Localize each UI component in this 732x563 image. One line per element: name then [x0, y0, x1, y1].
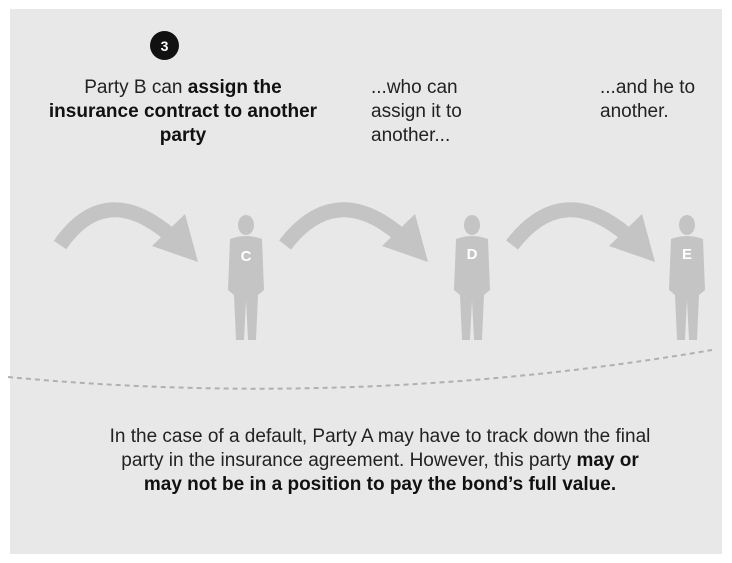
caption-party-d-plain: ...and he to another. — [600, 77, 696, 122]
caption-party-b-plain: Party B can — [84, 77, 188, 98]
caption-party-d: ...and he to another. — [600, 76, 710, 124]
party-c-figure — [228, 215, 264, 340]
footnote-bold: may or may not be in a position to pay t… — [143, 450, 639, 495]
party-d-figure — [454, 215, 490, 340]
step-number-badge: 3 — [150, 31, 179, 60]
party-e-label: E — [682, 246, 692, 263]
party-e-figure — [669, 215, 705, 340]
caption-party-b: Party B can assign the insurance contrac… — [38, 76, 328, 148]
caption-party-c-plain: ...who can assign it to another... — [371, 77, 462, 146]
caption-party-b-bold: assign the insurance contract to another… — [48, 77, 318, 146]
party-d-label: D — [467, 246, 478, 263]
diagram-panel — [10, 9, 722, 554]
arrow-to-c — [53, 202, 198, 262]
default-footnote: In the case of a default, Party A may ha… — [100, 425, 660, 497]
caption-party-c: ...who can assign it to another... — [371, 76, 511, 148]
footnote-plain: In the case of a default, Party A may ha… — [109, 426, 651, 471]
step-number: 3 — [160, 37, 169, 54]
arrow-to-d — [279, 202, 428, 262]
dashed-divider-line — [7, 349, 713, 390]
arrow-to-e — [506, 202, 655, 262]
party-c-label: C — [241, 248, 252, 265]
